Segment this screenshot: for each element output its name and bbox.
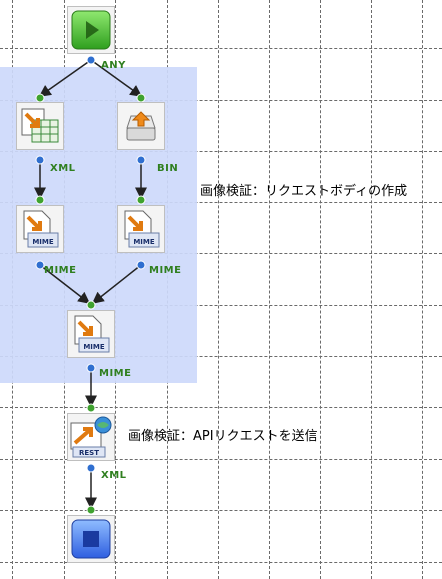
grid-line [0,562,442,563]
grid-line [0,100,442,101]
input-port[interactable] [136,93,146,103]
output-port[interactable] [86,363,96,373]
rest-call-icon: REST [70,416,112,458]
connector-line[interactable] [38,59,92,97]
port-label-xml: XML [101,470,127,481]
grid-line [0,151,442,152]
output-port[interactable] [86,55,96,65]
grid-line [218,0,219,579]
mime-label: MIME [83,343,105,351]
mime-label: MIME [32,238,54,246]
spreadsheet-icon [21,108,59,143]
mime-document-icon: MIME [23,210,59,248]
rest-note[interactable]: 画像検証：APIリクエストを送信 [128,429,318,444]
input-port[interactable] [86,300,96,310]
upload-drive-icon [126,111,156,141]
mime-document-icon: MIME [124,210,160,248]
grid-line [320,0,321,579]
grid-line [269,0,270,579]
output-port[interactable] [35,155,45,165]
grid-line [422,0,423,579]
group-note[interactable]: 画像検証：リクエストボディの作成 [200,184,408,199]
output-port[interactable] [136,155,146,165]
port-label-mime: MIME [99,368,132,379]
input-port[interactable] [35,93,45,103]
connector-line[interactable] [39,264,91,304]
mime-right-node[interactable]: MIME [117,205,165,253]
grid-line [0,356,442,357]
start-node[interactable] [67,6,115,54]
connector-line[interactable] [91,264,142,304]
output-port[interactable] [86,463,96,473]
stop-icon [71,519,111,559]
grid-line [0,202,442,203]
grid-line [0,305,442,306]
mime-label: MIME [133,238,155,246]
play-icon [71,10,111,50]
end-node[interactable] [67,515,115,563]
output-port[interactable] [35,260,45,270]
input-port[interactable] [86,403,96,413]
grid-line [0,459,442,460]
port-label-any: ANY [101,60,126,71]
mime-document-icon: MIME [74,315,110,353]
port-label-mime: MIME [149,265,182,276]
rest-label: REST [79,449,99,457]
spreadsheet-node[interactable] [16,102,64,150]
grid-line [0,510,442,511]
connector-line[interactable] [90,59,143,97]
grid-line [0,48,442,49]
input-port[interactable] [35,195,45,205]
port-label-bin: BIN [157,163,179,174]
input-port[interactable] [136,195,146,205]
output-port[interactable] [136,260,146,270]
upload-node[interactable] [117,102,165,150]
port-label-xml: XML [50,163,76,174]
input-port[interactable] [86,505,96,515]
port-label-mime: MIME [44,265,77,276]
grid-line [0,407,442,408]
grid-line [0,253,442,254]
mime-left-node[interactable]: MIME [16,205,64,253]
rest-node[interactable]: REST [67,413,115,461]
mime-merge-node[interactable]: MIME [67,310,115,358]
grid-line [371,0,372,579]
